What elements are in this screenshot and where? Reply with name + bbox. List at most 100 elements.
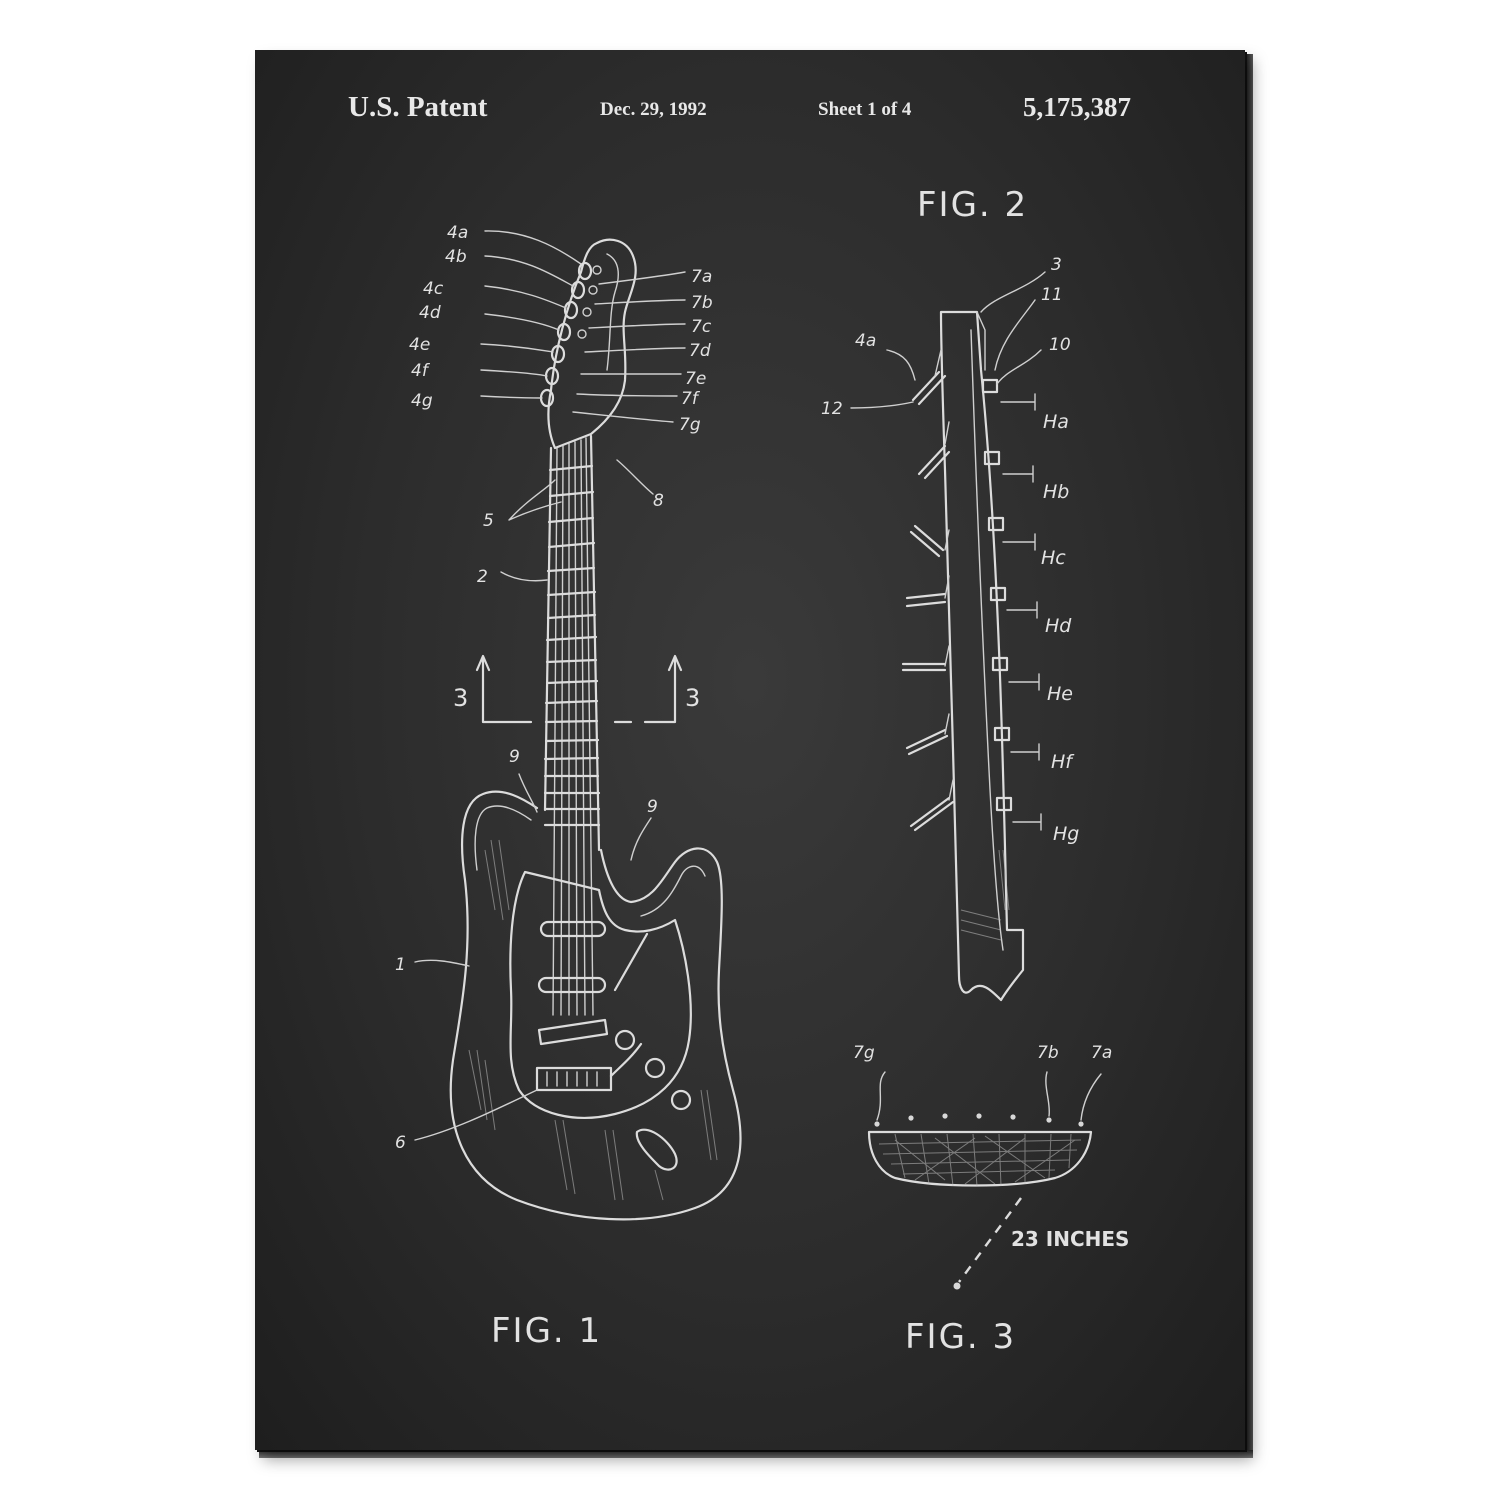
label-1: 1 <box>395 955 406 975</box>
fingerboard-section <box>867 1130 1093 1187</box>
pickguard <box>509 870 692 1119</box>
leader-nut <box>616 459 654 495</box>
leader-neck <box>500 571 548 582</box>
fig3-caption: FIG. 3 <box>905 1317 1016 1357</box>
label-fig3-7b: 7b <box>1037 1043 1059 1063</box>
profile-string-posts <box>981 378 1013 812</box>
label-hb: Hb <box>1043 481 1069 503</box>
label-4b: 4b <box>445 247 467 267</box>
leader-horn-left <box>518 773 538 813</box>
fig3-radius-section <box>867 1071 1102 1290</box>
label-4a: 4a <box>447 223 468 243</box>
label-4f: 4f <box>411 361 431 381</box>
label-4d: 4d <box>419 303 441 323</box>
label-7g: 7g <box>679 415 701 435</box>
fig2-labels: 3 11 10 4a 12 Ha Hb Hc Hd He Hf Hg <box>821 255 1079 845</box>
label-fig2-10: 10 <box>1049 335 1071 355</box>
leader-bridge <box>414 1089 538 1141</box>
label-4c: 4c <box>423 279 444 299</box>
fig1-caption: FIG. 1 <box>491 1311 602 1351</box>
label-hc: Hc <box>1041 547 1066 569</box>
patent-drawing: 4a 4b 4c 4d 4e 4f 4g 7a 7b 7c 7d 7e 7f 7… <box>395 185 1129 1357</box>
leader-lines-left <box>480 230 582 399</box>
radius-center-point <box>953 1282 961 1290</box>
patent-number: 5,175,387 <box>1023 92 1131 122</box>
neck-frets <box>543 464 601 827</box>
label-5: 5 <box>483 511 494 531</box>
leader-fig3-7g <box>876 1071 886 1121</box>
leader-fig3-7a <box>1080 1073 1102 1121</box>
leader-horn-right <box>630 817 652 861</box>
label-he: He <box>1047 683 1073 705</box>
label-fig2-3: 3 <box>1051 255 1062 275</box>
fig1-guitar-drawing <box>414 230 742 1221</box>
fig3-labels: 7g 7b 7a 23 INCHES <box>853 1043 1129 1251</box>
pickup-middle <box>537 976 607 994</box>
section-crosshatch <box>878 1133 1082 1187</box>
section-marker-left <box>475 654 533 724</box>
label-ha: Ha <box>1043 411 1069 433</box>
pickup-neck <box>539 920 607 938</box>
label-3-left: 3 <box>453 684 468 712</box>
leader-fig3-7b <box>1045 1071 1051 1117</box>
label-23-inches: 23 INCHES <box>1011 1227 1129 1251</box>
leader-fig2-3 <box>980 271 1046 313</box>
patent-sheet: Sheet 1 of 4 <box>818 99 912 120</box>
profile-pegs <box>901 370 955 832</box>
leader-body <box>414 959 470 967</box>
guitar-body-outline <box>449 790 742 1221</box>
canvas-edge-right <box>1245 54 1253 1450</box>
label-7c: 7c <box>691 317 712 337</box>
label-6: 6 <box>395 1133 406 1153</box>
tone-knob-1 <box>644 1057 666 1079</box>
label-4g: 4g <box>411 391 433 411</box>
fig1-labels: 4a 4b 4c 4d 4e 4f 4g 7a 7b 7c 7d 7e 7f 7… <box>395 223 713 1153</box>
label-3-right: 3 <box>685 684 700 712</box>
label-2: 2 <box>477 567 488 587</box>
patent-date: Dec. 29, 1992 <box>600 99 707 120</box>
pickup-bridge <box>537 1018 609 1046</box>
fig2-headstock-profile <box>850 271 1046 1002</box>
profile-inner-line <box>970 329 1004 951</box>
fig2-caption: FIG. 2 <box>917 185 1028 225</box>
label-fig3-7g: 7g <box>853 1043 875 1063</box>
leader-fig2-11 <box>994 299 1036 371</box>
radius-dimension-line <box>958 1197 1022 1283</box>
neck-strings <box>552 437 594 1016</box>
label-9-right: 9 <box>647 797 658 817</box>
label-7b: 7b <box>691 293 713 313</box>
label-hf: Hf <box>1051 751 1075 773</box>
label-7d: 7d <box>689 341 711 361</box>
label-7a: 7a <box>691 267 712 287</box>
leader-frets <box>508 479 562 521</box>
tremolo-arm <box>609 1042 643 1078</box>
output-jack <box>635 1128 678 1171</box>
string-dots <box>874 1113 1084 1127</box>
headstock-outline <box>547 238 637 450</box>
body-shading <box>468 839 718 1201</box>
neck-outline <box>543 434 601 852</box>
selector-switch <box>613 932 649 992</box>
canvas-edge-bottom <box>259 1450 1253 1458</box>
headstock-inner-line <box>606 253 619 371</box>
leader-lines-right <box>572 271 686 423</box>
label-hd: Hd <box>1045 615 1072 637</box>
label-fig3-7a: 7a <box>1091 1043 1112 1063</box>
profile-top-edge <box>976 311 986 371</box>
tone-knob-2 <box>670 1089 692 1111</box>
body-bevel-upper <box>474 805 532 871</box>
section-marker-right <box>613 654 683 724</box>
label-8: 8 <box>653 491 664 511</box>
patent-canvas: U.S. Patent Dec. 29, 1992 Sheet 1 of 4 5… <box>255 50 1245 1450</box>
height-markers <box>1000 393 1042 831</box>
body-bevel-right <box>640 865 706 917</box>
label-fig2-12: 12 <box>821 399 843 419</box>
label-9-left: 9 <box>509 747 520 767</box>
label-fig2-4a: 4a <box>855 331 876 351</box>
patent-title: U.S. Patent <box>348 91 488 123</box>
label-hg: Hg <box>1053 823 1079 845</box>
leader-fig2-12 <box>850 401 914 409</box>
volume-knob <box>614 1029 636 1051</box>
label-7e: 7e <box>685 369 706 389</box>
label-fig2-11: 11 <box>1041 285 1063 305</box>
